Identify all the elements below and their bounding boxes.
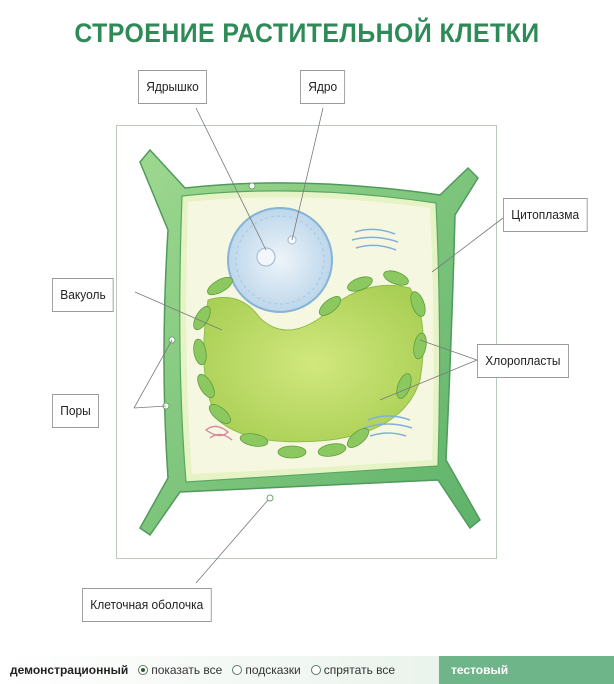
nucleolus: [257, 248, 275, 266]
radio-hide-all[interactable]: спрятать все: [311, 663, 395, 677]
label-cytoplasm: Цитоплазма: [503, 198, 587, 232]
radio-show-all-label: показать все: [151, 663, 222, 677]
label-nucleolus: Ядрышко: [138, 70, 207, 104]
label-nucleus: Ядро: [300, 70, 345, 104]
radio-hide-all-dot[interactable]: [311, 665, 321, 675]
nucleus: [228, 208, 332, 312]
label-cell-wall: Клеточная оболочка: [82, 588, 212, 622]
radio-show-all[interactable]: показать все: [138, 663, 222, 677]
radio-show-all-dot[interactable]: [138, 665, 148, 675]
mode-demo-button[interactable]: демонстрационный: [0, 656, 138, 684]
mode-test-button[interactable]: тестовый: [439, 656, 614, 684]
radio-hints[interactable]: подсказки: [232, 663, 300, 677]
radio-hints-dot[interactable]: [232, 665, 242, 675]
label-vacuole: Вакуоль: [52, 278, 114, 312]
mode-bar: демонстрационный показать все подсказки …: [0, 656, 614, 684]
radio-hide-all-label: спрятать все: [324, 663, 395, 677]
label-pores: Поры: [52, 394, 99, 428]
label-chloroplasts: Хлоропласты: [477, 344, 569, 378]
radio-hints-label: подсказки: [245, 663, 300, 677]
